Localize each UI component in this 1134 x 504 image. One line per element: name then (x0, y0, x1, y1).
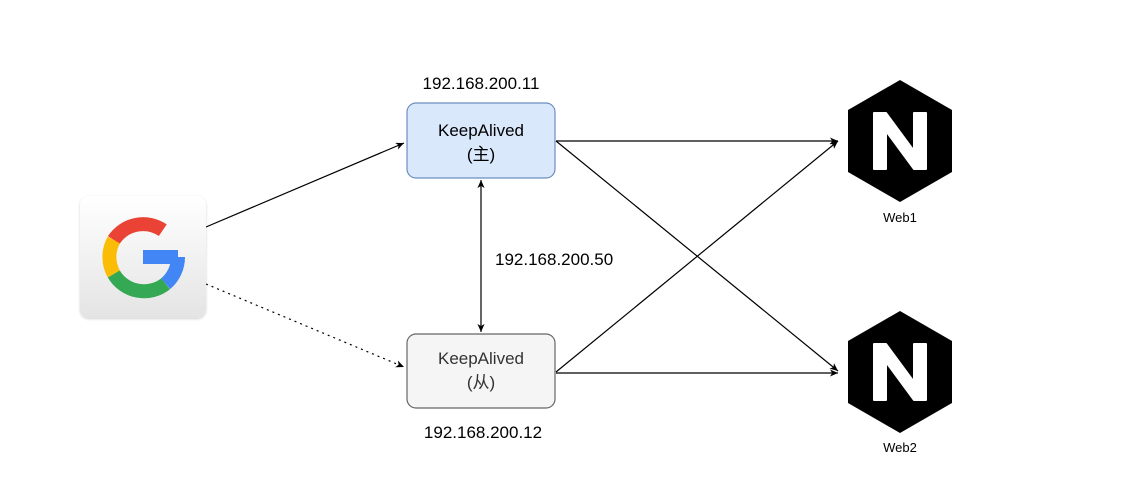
backup-ip-label: 192.168.200.12 (424, 423, 542, 442)
google-g-logo-icon (102, 217, 186, 299)
backup-label-line2: (从) (467, 373, 495, 392)
master-ip-label: 192.168.200.11 (423, 74, 540, 93)
web2-label: Web2 (883, 440, 917, 455)
web2-server: Web2 (848, 311, 952, 455)
web1-label: Web1 (883, 210, 917, 225)
backup-node: KeepAlived (从) 192.168.200.12 (406, 333, 556, 442)
web1-server: Web1 (848, 80, 952, 225)
nginx-icon (848, 80, 952, 202)
vip-label: 192.168.200.50 (495, 250, 613, 269)
arrow-client-to-backup-dotted (205, 283, 405, 368)
backup-box (406, 333, 556, 409)
backup-label-line1: KeepAlived (438, 349, 524, 368)
client-google-card (80, 196, 206, 318)
master-node: 192.168.200.11 KeepAlived (主) (406, 74, 556, 179)
nginx-icon (848, 311, 952, 433)
arrow-backup-to-web1 (555, 140, 839, 373)
master-box (406, 102, 556, 179)
master-label-line2: (主) (467, 145, 495, 164)
master-label-line1: KeepAlived (438, 121, 524, 140)
arrow-client-to-master (205, 142, 405, 228)
connectors (205, 137, 839, 377)
